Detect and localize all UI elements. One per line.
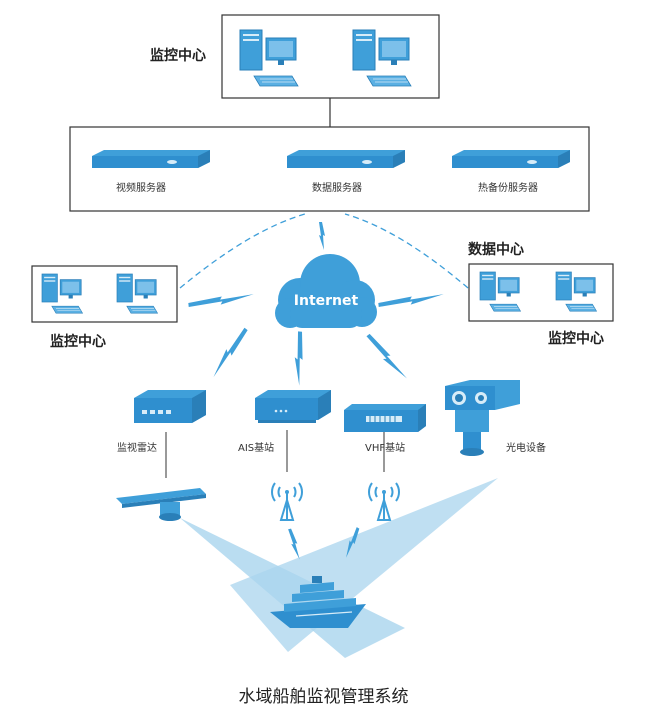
wireless-link-icon — [346, 527, 360, 558]
wireless-link-icon — [319, 222, 325, 250]
server-icon — [92, 150, 210, 168]
antenna-icon — [368, 482, 400, 521]
diagram-caption: 水域船舶监视管理系统 — [238, 687, 409, 707]
server-icon — [452, 150, 570, 168]
antenna-icon — [271, 482, 303, 521]
dashed-link-right — [344, 213, 469, 289]
internet-cloud: Internet — [275, 254, 377, 328]
monitoring-center-top — [221, 14, 440, 99]
data-center-title: 数据中心 — [468, 241, 524, 258]
wireless-link-icon — [288, 528, 300, 560]
monitoring-center-left-label: 监控中心 — [50, 333, 106, 350]
wireless-link-icon — [378, 294, 444, 307]
device-label-optical: 光电设备 — [506, 441, 546, 454]
monitoring-center-right — [468, 263, 614, 322]
server-label-video: 视频服务器 — [116, 181, 166, 194]
monitoring-center-top-label: 监控中心 — [150, 47, 206, 64]
wireless-link-icon — [294, 331, 303, 386]
wireless-link-icon — [188, 294, 254, 307]
server-label-backup: 热备份服务器 — [478, 181, 538, 194]
device-label-radar: 监视雷达 — [117, 441, 157, 454]
monitoring-center-left — [31, 265, 178, 323]
vhf-station-icon — [344, 404, 426, 432]
server-icon — [287, 150, 405, 168]
server-cluster: 视频服务器 数据服务器 热备份服务器 — [69, 126, 590, 212]
monitoring-center-right-label: 监控中心 — [548, 330, 604, 347]
optical-device-icon — [445, 380, 520, 456]
radar-unit-icon — [134, 390, 206, 423]
ais-station-icon — [255, 390, 331, 423]
internet-label: Internet — [294, 293, 359, 309]
server-label-data: 数据服务器 — [312, 181, 362, 194]
wireless-link-icon — [213, 327, 248, 378]
server-cluster-box — [69, 126, 590, 212]
device-label-ais: AIS基站 — [238, 441, 274, 454]
wireless-link-icon — [366, 333, 407, 379]
dashed-link-left — [179, 213, 306, 289]
ship-icon — [270, 576, 366, 628]
radar-antenna-icon — [116, 488, 206, 521]
device-label-vhf: VHF基站 — [365, 441, 405, 454]
